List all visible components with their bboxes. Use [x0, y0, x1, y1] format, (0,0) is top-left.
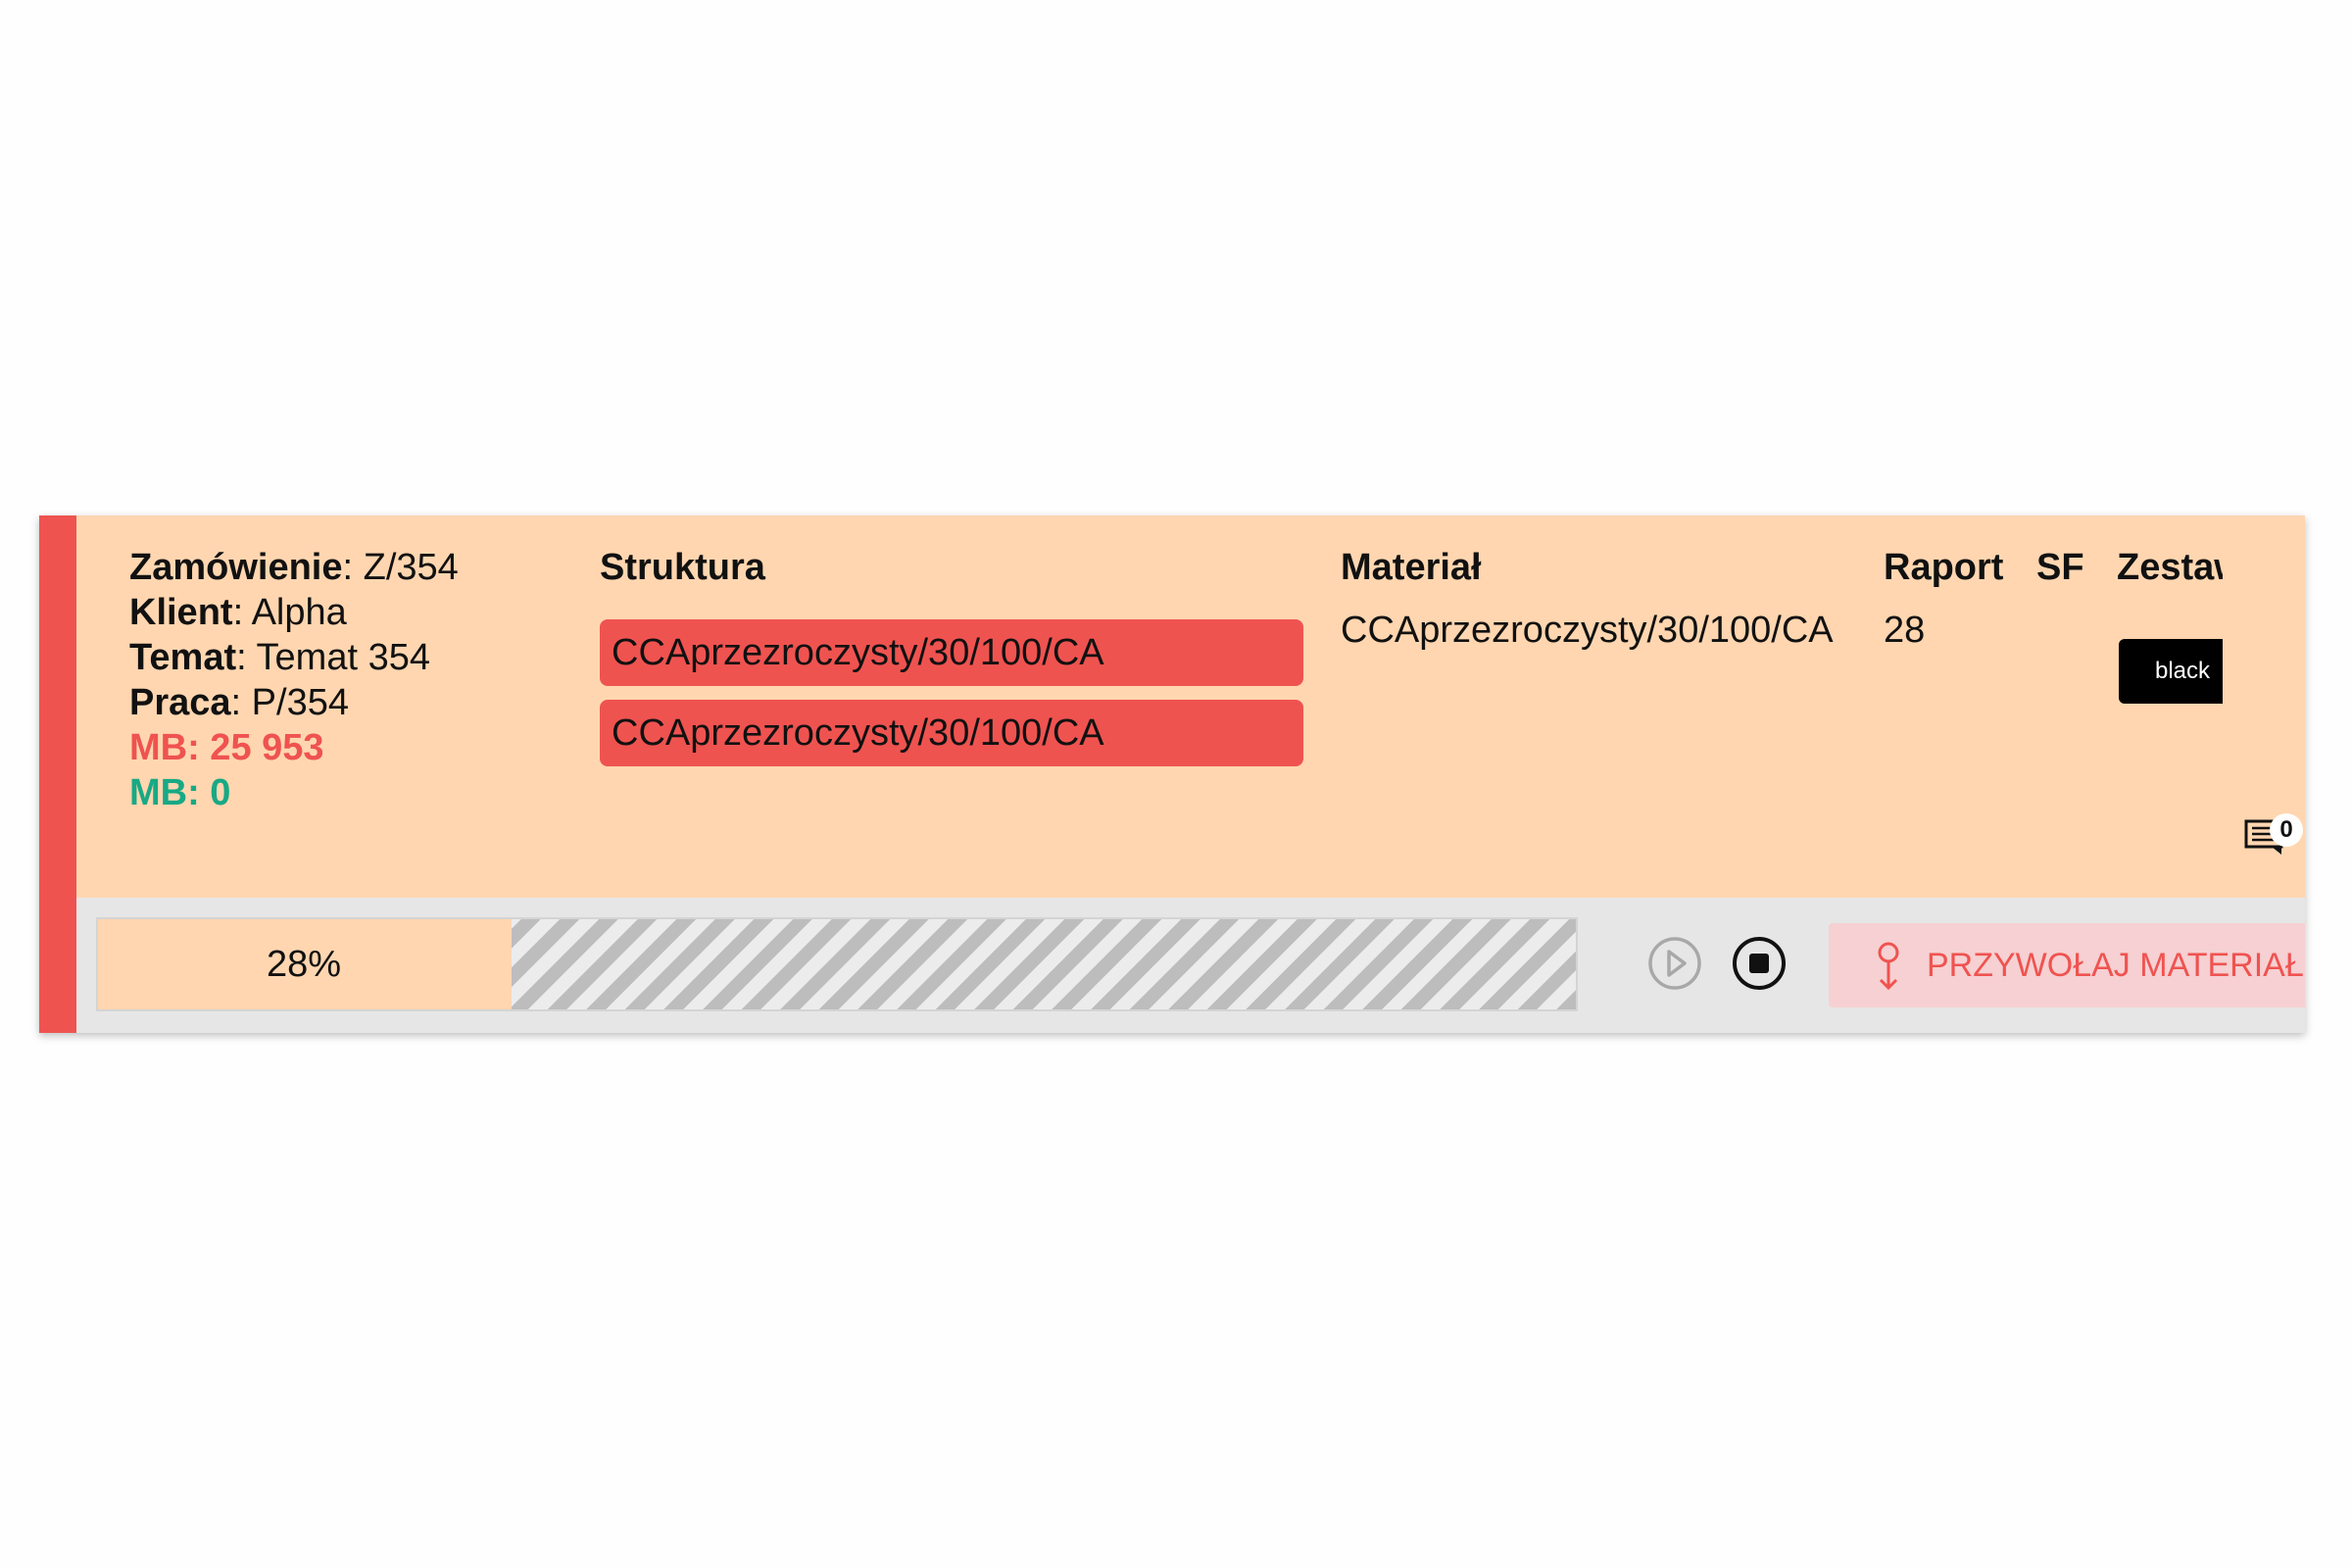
call-material-label: PRZYWOŁAJ MATERIAŁ: [1927, 947, 2304, 984]
raport-header: Raport: [1884, 547, 2004, 588]
job-label: Praca: [129, 682, 231, 723]
struktura-tag-2[interactable]: CCAprzezroczysty/30/100/CA: [600, 700, 1303, 766]
client-label: Klient: [129, 592, 233, 633]
material-header: Materiał: [1341, 547, 1482, 588]
zestaw-header: Zestaw: [2117, 547, 2223, 588]
progress-label: 28%: [266, 944, 342, 985]
zestaw-column: Zestaw black: [2117, 545, 2223, 741]
material-value: CCAprzezroczysty/30/100/CA: [1341, 610, 1834, 651]
topic-value: : Temat 354: [236, 637, 430, 678]
struktura-tag-1[interactable]: CCAprzezroczysty/30/100/CA: [600, 619, 1303, 686]
mb-red-value: MB: 25 953: [129, 727, 324, 768]
topic-label: Temat: [129, 637, 237, 678]
client-value: : Alpha: [232, 592, 347, 633]
raport-value: 28: [1884, 610, 1926, 651]
order-row: Zamówienie: Z/354: [129, 545, 459, 590]
status-strip: [39, 515, 76, 1033]
zestaw-badge[interactable]: black: [2119, 639, 2223, 704]
progress-fill: [98, 919, 513, 1009]
job-row: Praca: P/354: [129, 680, 459, 725]
progress-bar: 28%: [96, 917, 1578, 1011]
client-row: Klient: Alpha: [129, 590, 459, 635]
job-value: : P/354: [230, 682, 349, 723]
struktura-header: Struktura: [600, 547, 765, 588]
order-value: : Z/354: [342, 547, 459, 588]
comment-count-badge: 0: [2270, 813, 2303, 847]
topic-row: Temat: Temat 354: [129, 635, 459, 680]
sf-header: SF: [2036, 547, 2084, 588]
stop-icon[interactable]: [1731, 935, 1788, 992]
order-card: Zamówienie: Z/354 Klient: Alpha Temat: T…: [39, 515, 2305, 1033]
play-icon[interactable]: [1646, 935, 1703, 992]
call-material-button[interactable]: PRZYWOŁAJ MATERIAŁ: [1829, 923, 2305, 1007]
pull-material-icon: [1878, 942, 1899, 991]
mb-green-value: MB: 0: [129, 772, 231, 813]
order-label: Zamówienie: [129, 547, 343, 588]
order-info: Zamówienie: Z/354 Klient: Alpha Temat: T…: [129, 545, 459, 815]
